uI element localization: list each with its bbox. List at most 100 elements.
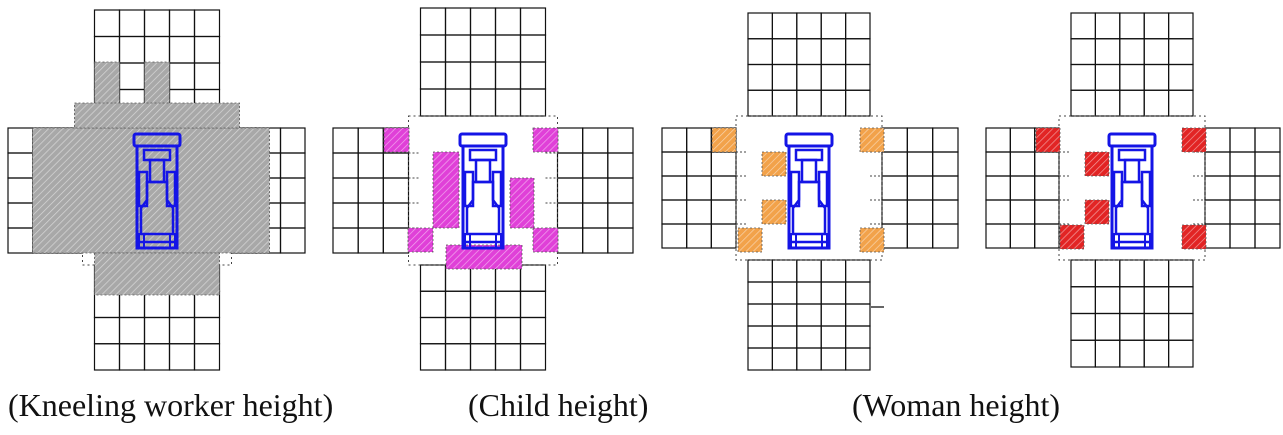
- grid-cell: [1034, 223, 1060, 249]
- grid-cell: [686, 223, 712, 249]
- grid-cell: [820, 38, 847, 66]
- grid-cell: [193, 343, 221, 371]
- grid-cell: [844, 325, 871, 349]
- grid-cell: [747, 12, 773, 40]
- grid-cell: [771, 89, 798, 117]
- grid-cell: [332, 127, 359, 154]
- grid-cell: [519, 88, 547, 117]
- grid-cell: [1143, 38, 1170, 66]
- grid-cell: [1167, 259, 1194, 288]
- grid-cell: [985, 175, 1011, 201]
- grid-cell: [771, 38, 798, 66]
- grid-cell: [193, 316, 221, 345]
- grid-cell: [1119, 63, 1145, 91]
- grid-cell: [143, 9, 171, 38]
- grid-cell: [193, 62, 221, 91]
- grid-cell: [279, 202, 306, 229]
- grid-cell: [519, 316, 547, 345]
- grid-cell: [796, 259, 822, 283]
- grid-cell: [1119, 89, 1145, 117]
- grid-cell: [607, 152, 634, 179]
- grid-cell: [1254, 223, 1281, 249]
- grid-cell: [747, 89, 773, 117]
- grid-cell: [1094, 259, 1121, 288]
- grid-cell: [357, 227, 384, 254]
- occupied-region: [1035, 127, 1061, 153]
- grid-cell: [419, 61, 447, 90]
- grid-cell: [143, 343, 171, 371]
- grid-cell: [844, 38, 871, 66]
- grid-cell: [844, 347, 871, 371]
- occupied-region: [1059, 224, 1085, 250]
- woman-panel: [661, 12, 959, 371]
- grid-cell: [607, 177, 634, 204]
- caption-woman: (Woman height): [852, 387, 1061, 423]
- grid-cell: [932, 175, 959, 201]
- grid-cell: [357, 152, 384, 179]
- robot-icon: [132, 132, 182, 250]
- grid-cell: [1229, 223, 1256, 249]
- grid-cell: [906, 151, 934, 177]
- grid-cell: [1204, 151, 1231, 177]
- grid-cell: [1034, 199, 1060, 225]
- grid-cell: [985, 223, 1011, 249]
- grid-cell: [906, 175, 934, 201]
- grid-cell: [444, 343, 472, 371]
- grid-cell: [494, 343, 522, 371]
- grid-cell: [1119, 38, 1145, 66]
- grid-cell: [771, 12, 798, 40]
- grid-cell: [1094, 286, 1121, 315]
- occupied-region: [407, 227, 434, 253]
- grid-cell: [382, 177, 410, 204]
- grid-cell: [357, 202, 384, 229]
- grid-cell: [7, 202, 34, 229]
- grid-cell: [1143, 63, 1170, 91]
- kneeling-worker-panel: [7, 9, 306, 371]
- grid-cell: [1204, 127, 1231, 153]
- grid-cell: [582, 177, 609, 204]
- grid-cell: [582, 127, 609, 154]
- grid-cell: [844, 259, 871, 283]
- grid-cell: [556, 127, 584, 154]
- grid-cell: [747, 347, 773, 371]
- grid-cell: [932, 151, 959, 177]
- grid-cell: [1070, 89, 1096, 117]
- occupied-region: [94, 252, 220, 296]
- grid-cell: [1009, 127, 1036, 153]
- grid-cell: [7, 152, 34, 179]
- occupied-region: [859, 227, 885, 253]
- grid-cell: [1143, 12, 1170, 40]
- grid-cell: [1229, 175, 1256, 201]
- grid-cell: [168, 35, 196, 64]
- grid-cell: [1167, 12, 1194, 40]
- grid-cell: [1229, 127, 1256, 153]
- caption-child: (Child height): [468, 387, 649, 423]
- grid-cell: [820, 281, 847, 305]
- grid-cell: [1009, 223, 1036, 249]
- grid-cell: [771, 325, 798, 349]
- occupied-region: [432, 151, 460, 229]
- grid-cell: [881, 199, 908, 225]
- child-panel: [332, 7, 634, 371]
- grid-cell: [143, 316, 171, 345]
- grid-cell: [582, 202, 609, 229]
- grid-cell: [1009, 175, 1036, 201]
- occupied-region: [761, 199, 787, 225]
- grid-cell: [494, 290, 522, 319]
- grid-cell: [1009, 151, 1036, 177]
- grid-cell: [820, 12, 847, 40]
- grid-cell: [747, 259, 773, 283]
- grid-cell: [93, 343, 121, 371]
- grid-cell: [444, 7, 472, 36]
- grid-cell: [710, 199, 737, 225]
- grid-cell: [193, 35, 221, 64]
- grid-cell: [93, 35, 121, 64]
- grid-cell: [168, 62, 196, 91]
- grid-cell: [168, 316, 196, 345]
- grid-cell: [796, 281, 822, 305]
- grid-cell: [906, 223, 934, 249]
- grid-cell: [168, 343, 196, 371]
- grid-cell: [419, 290, 447, 319]
- grid-cell: [519, 264, 547, 292]
